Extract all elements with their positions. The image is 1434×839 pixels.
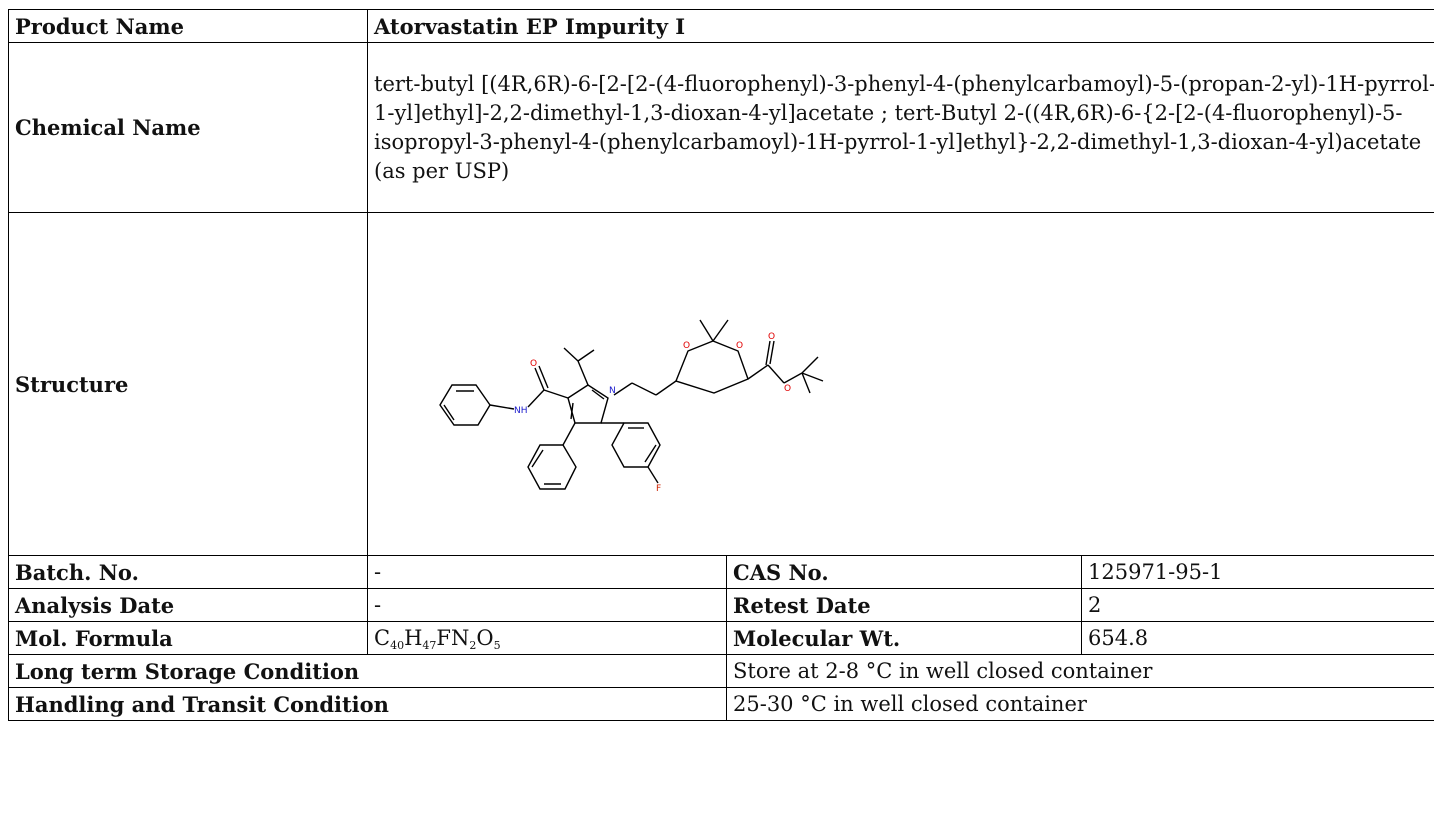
- row-handling: Handling and Transit Condition 25-30 °C …: [8, 687, 1434, 721]
- row-batch-cas: Batch. No. - CAS No. 125971-95-1: [8, 555, 1434, 589]
- fluorophenyl-ring: [611, 422, 661, 468]
- product-name-value: Atorvastatin EP Impurity I: [366, 9, 1434, 43]
- chemical-structure-diagram: N NH O O O O O F: [439, 319, 824, 493]
- specification-table: Product Name Atorvastatin EP Impurity I …: [8, 9, 1434, 721]
- chemical-name-value: tert-butyl [(4R,6R)-6-[2-[2-(4-fluorophe…: [366, 42, 1434, 213]
- mol-formula-label: Mol. Formula: [8, 621, 368, 655]
- atom-f-label: F: [656, 484, 661, 493]
- atom-nh-label: NH: [514, 406, 528, 416]
- row-formula-weight: Mol. Formula C40H47FN2O5 Molecular Wt. 6…: [8, 621, 1434, 655]
- chemical-name-label: Chemical Name: [8, 42, 368, 213]
- product-name-label: Product Name: [8, 9, 368, 43]
- structure-label: Structure: [8, 212, 368, 556]
- row-structure: Structure: [8, 212, 1434, 556]
- dioxane-ring: [675, 340, 749, 394]
- row-chemical-name: Chemical Name tert-butyl [(4R,6R)-6-[2-[…: [8, 42, 1434, 213]
- structure-image-cell: N NH O O O O O F: [366, 212, 1434, 556]
- handling-value: 25-30 °C in well closed container: [725, 687, 1434, 721]
- mol-wt-label: Molecular Wt.: [726, 621, 1082, 655]
- cas-no-label: CAS No.: [726, 555, 1082, 589]
- atom-o-ester-label: O: [784, 384, 791, 394]
- row-product-name: Product Name Atorvastatin EP Impurity I: [8, 9, 1434, 43]
- storage-value: Store at 2-8 °C in well closed container: [725, 654, 1434, 688]
- retest-date-label: Retest Date: [726, 588, 1082, 622]
- specification-sheet: Product Name Atorvastatin EP Impurity I …: [8, 9, 1434, 839]
- atom-n-label: N: [609, 386, 616, 396]
- mol-wt-value: 654.8: [1080, 621, 1434, 655]
- atom-o-carbonyl-label: O: [768, 332, 775, 342]
- batch-no-value: -: [367, 555, 727, 589]
- atom-o-amide-label: O: [530, 359, 537, 369]
- anilide-phenyl-ring: [439, 384, 491, 426]
- atom-o-ring-left-label: O: [683, 341, 690, 351]
- row-dates: Analysis Date - Retest Date 2: [8, 588, 1434, 622]
- pyrrole-ring: [567, 384, 609, 424]
- retest-date-value: 2: [1080, 588, 1434, 622]
- atom-o-ring-right-label: O: [736, 341, 743, 351]
- analysis-date-value: -: [367, 588, 727, 622]
- phenyl-ring: [527, 444, 577, 490]
- storage-label: Long term Storage Condition: [8, 654, 727, 688]
- handling-label: Handling and Transit Condition: [8, 687, 727, 721]
- batch-no-label: Batch. No.: [8, 555, 368, 589]
- mol-formula-value: C40H47FN2O5: [367, 621, 727, 655]
- analysis-date-label: Analysis Date: [8, 588, 368, 622]
- row-storage: Long term Storage Condition Store at 2-8…: [8, 654, 1434, 688]
- cas-no-value: 125971-95-1: [1080, 555, 1434, 589]
